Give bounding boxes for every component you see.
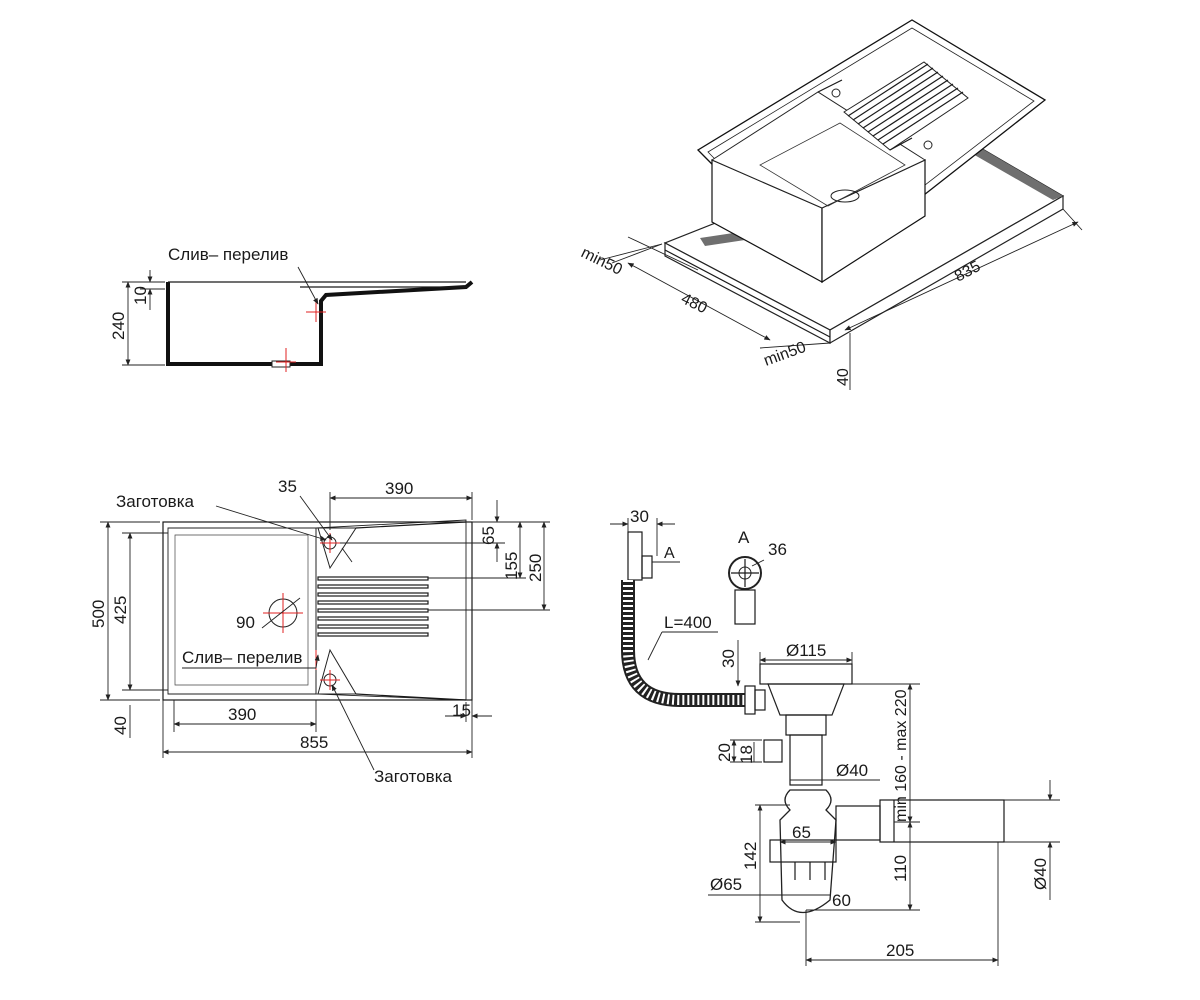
dim-142: 142	[741, 842, 760, 870]
dim-500: 500	[89, 600, 108, 628]
dim-dia-115: Ø115	[786, 641, 826, 660]
dim-min50-top: min50	[578, 244, 625, 278]
dim-min50-bottom: min50	[762, 339, 809, 370]
dim-855: 855	[300, 733, 328, 752]
dim-height-240: 240	[109, 312, 128, 340]
detail-ref-a: A	[664, 545, 675, 562]
outlet-pipe	[879, 799, 1005, 843]
section-view: Слив– перелив 240 10	[109, 245, 474, 372]
overflow-head	[627, 531, 643, 581]
plan-drainboard-ribs	[317, 576, 429, 637]
dim-thickness-40: 40	[835, 368, 852, 386]
dim-36: 36	[768, 540, 787, 559]
flex-hose	[621, 580, 745, 707]
strainer-flange	[759, 663, 853, 685]
siphon-view: 30 A L=400 A 36 Ø115 30	[610, 507, 1060, 966]
isometric-view: min50 480 min50 835 40	[578, 19, 1083, 390]
dim-hole-35: 35	[278, 477, 297, 496]
sink-outline	[162, 521, 473, 701]
dim-20: 20	[715, 743, 734, 762]
dim-dia-40-mid: Ø40	[836, 761, 868, 780]
plan-view: Заготовка Заготовка Слив– перелив 35 390…	[89, 477, 550, 786]
dim-205: 205	[886, 941, 914, 960]
dim-110: 110	[891, 855, 910, 882]
dim-depth-480: 480	[678, 290, 710, 317]
drain-overflow-label-plan: Слив– перелив	[182, 648, 302, 667]
drain-overflow-label: Слив– перелив	[168, 245, 288, 264]
dim-offset-10: 10	[131, 286, 150, 305]
blank-label-top: Заготовка	[116, 492, 195, 511]
dim-18: 18	[737, 745, 756, 764]
dim-range-160-220: min 160 - max 220	[893, 689, 910, 822]
dim-40-edge: 40	[111, 716, 130, 735]
dim-dia-65: Ø65	[710, 875, 742, 894]
dim-top-390: 390	[385, 479, 413, 498]
dim-dia-40-right: Ø40	[1031, 858, 1050, 890]
detail-a-grate	[728, 556, 762, 590]
dim-65-trap: 65	[792, 823, 811, 842]
dim-155: 155	[502, 552, 521, 580]
dim-30-side: 30	[719, 649, 738, 668]
dim-65: 65	[479, 526, 498, 545]
dim-15: 15	[452, 701, 471, 720]
sink-section-outline	[166, 280, 474, 366]
dim-30-top: 30	[630, 507, 649, 526]
bottle-trap	[779, 789, 837, 914]
detail-a-title: A	[738, 528, 750, 547]
blank-label-bottom: Заготовка	[374, 767, 453, 786]
tailpiece	[789, 734, 823, 786]
dim-60: 60	[832, 891, 851, 910]
dim-250: 250	[526, 554, 545, 582]
dim-drain-90: 90	[236, 613, 255, 632]
dim-425: 425	[111, 596, 130, 624]
drainboard-ribs	[847, 63, 964, 145]
dim-bottom-390: 390	[228, 705, 256, 724]
hose-length-label: L=400	[664, 613, 712, 632]
